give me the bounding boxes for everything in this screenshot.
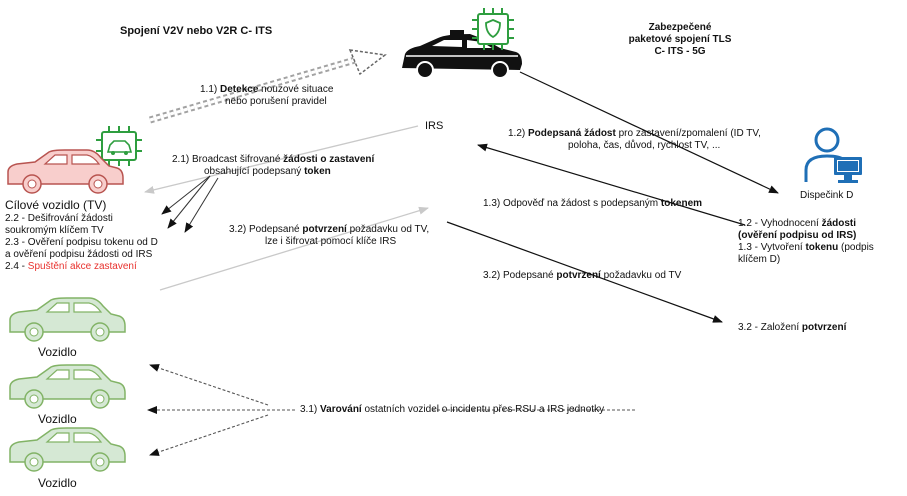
label-3-2-to-dispatcher: 3.2) Podepsané potvrzení požadavku od TV (483, 270, 682, 281)
arrow-1-2-signed-request (519, 71, 779, 194)
arrow-2-1-branch-b (167, 175, 211, 229)
vehicle-icon (9, 297, 126, 342)
target-car-icon (7, 149, 124, 194)
diagram-title: Spojení V2V nebo V2R C- ITS (120, 25, 273, 37)
vehicle-icon (9, 427, 126, 472)
tls-title: Zabezpečené paketové spojení TLS C- ITS … (628, 22, 732, 57)
arrow-2-1-branch-a (161, 175, 211, 215)
arrow-3-1-warning (147, 364, 635, 456)
vehicle-label: Vozidlo (38, 412, 77, 426)
arrow-1-3-token-response (477, 143, 746, 226)
label-3-2-record: 3.2 - Založení potvrzení (738, 322, 847, 333)
chip-shield-icon (472, 8, 514, 50)
vehicle-label: Vozidlo (38, 345, 77, 359)
irs-label: IRS (425, 120, 444, 132)
arrow-2-1-broadcast (144, 125, 419, 194)
arrow-3-2-confirmation-to-dispatcher (446, 221, 723, 323)
arrow-3-2-confirmation-to-irs (159, 206, 429, 291)
label-3-1-warning: 3.1) Varování ostatních vozidel o incide… (300, 404, 605, 415)
label-2-1: 2.1) Broadcast šifrované žádosti o zasta… (172, 154, 375, 177)
vehicle-label: Vozidlo (38, 476, 77, 490)
label-1-1: 1.1) Detekce nouzové situace nebo poruše… (200, 84, 334, 107)
arrow-2-1-branch-c (184, 177, 219, 233)
label-1-2: 1.2) Podepsaná žádost pro zastavení/zpom… (508, 128, 761, 151)
dispatcher-steps: 1.2 - Vyhodnocení žádosti (ověření podpi… (738, 218, 874, 265)
chip-car-icon (96, 126, 142, 166)
target-vehicle-steps: 2.2 - Dešifrování žádosti soukromým klíč… (5, 213, 158, 272)
label-1-3: 1.3) Odpověď na žádost s podepsaným toke… (483, 198, 703, 209)
arrow-1-1-detection (149, 49, 387, 124)
label-3-2-to-irs: 3.2) Podepsané potvrzení požadavku od TV… (229, 224, 430, 247)
vehicle-icon (9, 364, 126, 409)
dispatcher-person-icon (804, 127, 862, 183)
police-car-icon (402, 30, 522, 79)
target-vehicle-label: Cílové vozidlo (TV) (5, 198, 107, 212)
dispatcher-label: Dispečink D (800, 190, 854, 201)
